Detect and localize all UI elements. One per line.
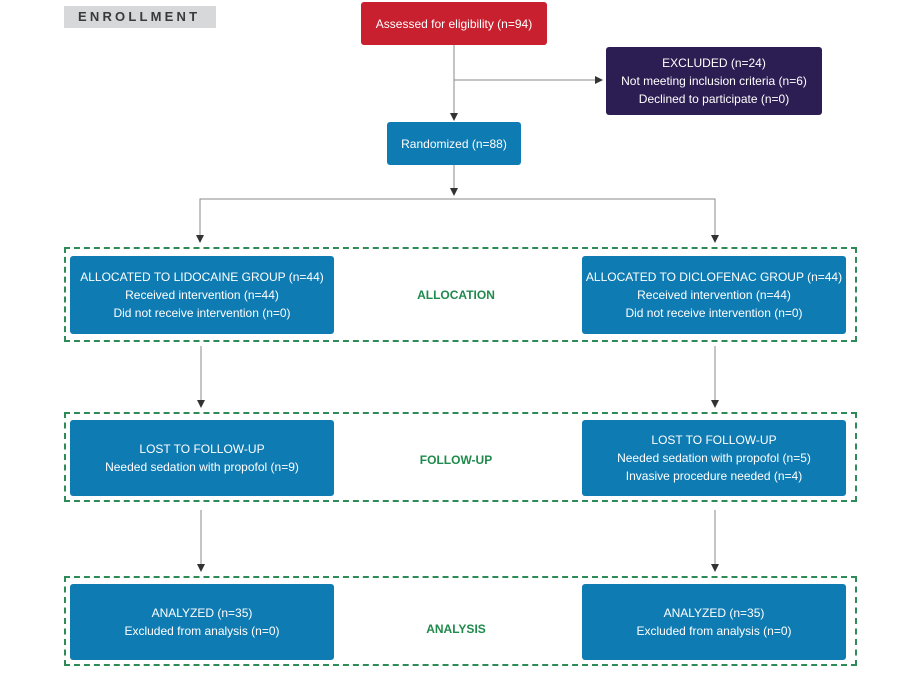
- lidocaine-followup-box: LOST TO FOLLOW-UP Needed sedation with p…: [70, 420, 334, 496]
- randomized-box: Randomized (n=88): [387, 122, 521, 165]
- lidocaine-followup-title: LOST TO FOLLOW-UP: [139, 442, 265, 456]
- diclofenac-analysis-title: ANALYZED (n=35): [663, 606, 765, 620]
- lidocaine-analysis-line: Excluded from analysis (n=0): [124, 624, 280, 638]
- allocation-stage-frame: [64, 247, 857, 342]
- lidocaine-allocation-line: Received intervention (n=44): [125, 288, 279, 302]
- excluded-line: Not meeting inclusion criteria (n=6): [621, 74, 807, 88]
- lidocaine-followup-line: Needed sedation with propofol (n=9): [105, 460, 299, 474]
- allocation-stage-label: ALLOCATION: [417, 288, 495, 302]
- diclofenac-allocation-line: Did not receive intervention (n=0): [625, 306, 803, 320]
- lidocaine-allocation-title: ALLOCATED TO LIDOCAINE GROUP (n=44): [80, 270, 324, 284]
- diclofenac-allocation-title: ALLOCATED TO DICLOFENAC GROUP (n=44): [585, 270, 843, 284]
- analysis-stage-frame: [64, 576, 857, 666]
- diclofenac-analysis-line: Excluded from analysis (n=0): [636, 624, 792, 638]
- eligibility-box: Assessed for eligibility (n=94): [361, 2, 547, 45]
- lidocaine-analysis-title: ANALYZED (n=35): [151, 606, 253, 620]
- randomized-text: Randomized (n=88): [401, 136, 507, 151]
- enrollment-label: ENROLLMENT: [64, 6, 216, 28]
- eligibility-text: Assessed for eligibility (n=94): [375, 16, 533, 31]
- diclofenac-followup-box: LOST TO FOLLOW-UP Needed sedation with p…: [582, 420, 846, 496]
- lidocaine-allocation-box: ALLOCATED TO LIDOCAINE GROUP (n=44) Rece…: [70, 256, 334, 334]
- lidocaine-allocation-line: Did not receive intervention (n=0): [113, 306, 291, 320]
- connector-split-right: [454, 198, 719, 243]
- diclofenac-followup-line: Needed sedation with propofol (n=5): [617, 451, 811, 465]
- lidocaine-analysis-box: ANALYZED (n=35) Excluded from analysis (…: [70, 584, 334, 660]
- diclofenac-followup-line: Invasive procedure needed (n=4): [625, 469, 803, 483]
- diclofenac-followup-title: LOST TO FOLLOW-UP: [651, 433, 777, 447]
- excluded-box: EXCLUDED (n=24) Not meeting inclusion cr…: [606, 47, 822, 115]
- excluded-line: Declined to participate (n=0): [638, 92, 790, 106]
- excluded-title: EXCLUDED (n=24): [662, 56, 766, 70]
- followup-stage-label: FOLLOW-UP: [419, 453, 493, 467]
- analysis-stage-label: ANALYSIS: [426, 622, 486, 636]
- diclofenac-analysis-box: ANALYZED (n=35) Excluded from analysis (…: [582, 584, 846, 660]
- followup-stage-frame: [64, 412, 857, 502]
- diclofenac-allocation-line: Received intervention (n=44): [637, 288, 791, 302]
- connector-split-left: [196, 198, 454, 243]
- diclofenac-allocation-box: ALLOCATED TO DICLOFENAC GROUP (n=44) Rec…: [582, 256, 846, 334]
